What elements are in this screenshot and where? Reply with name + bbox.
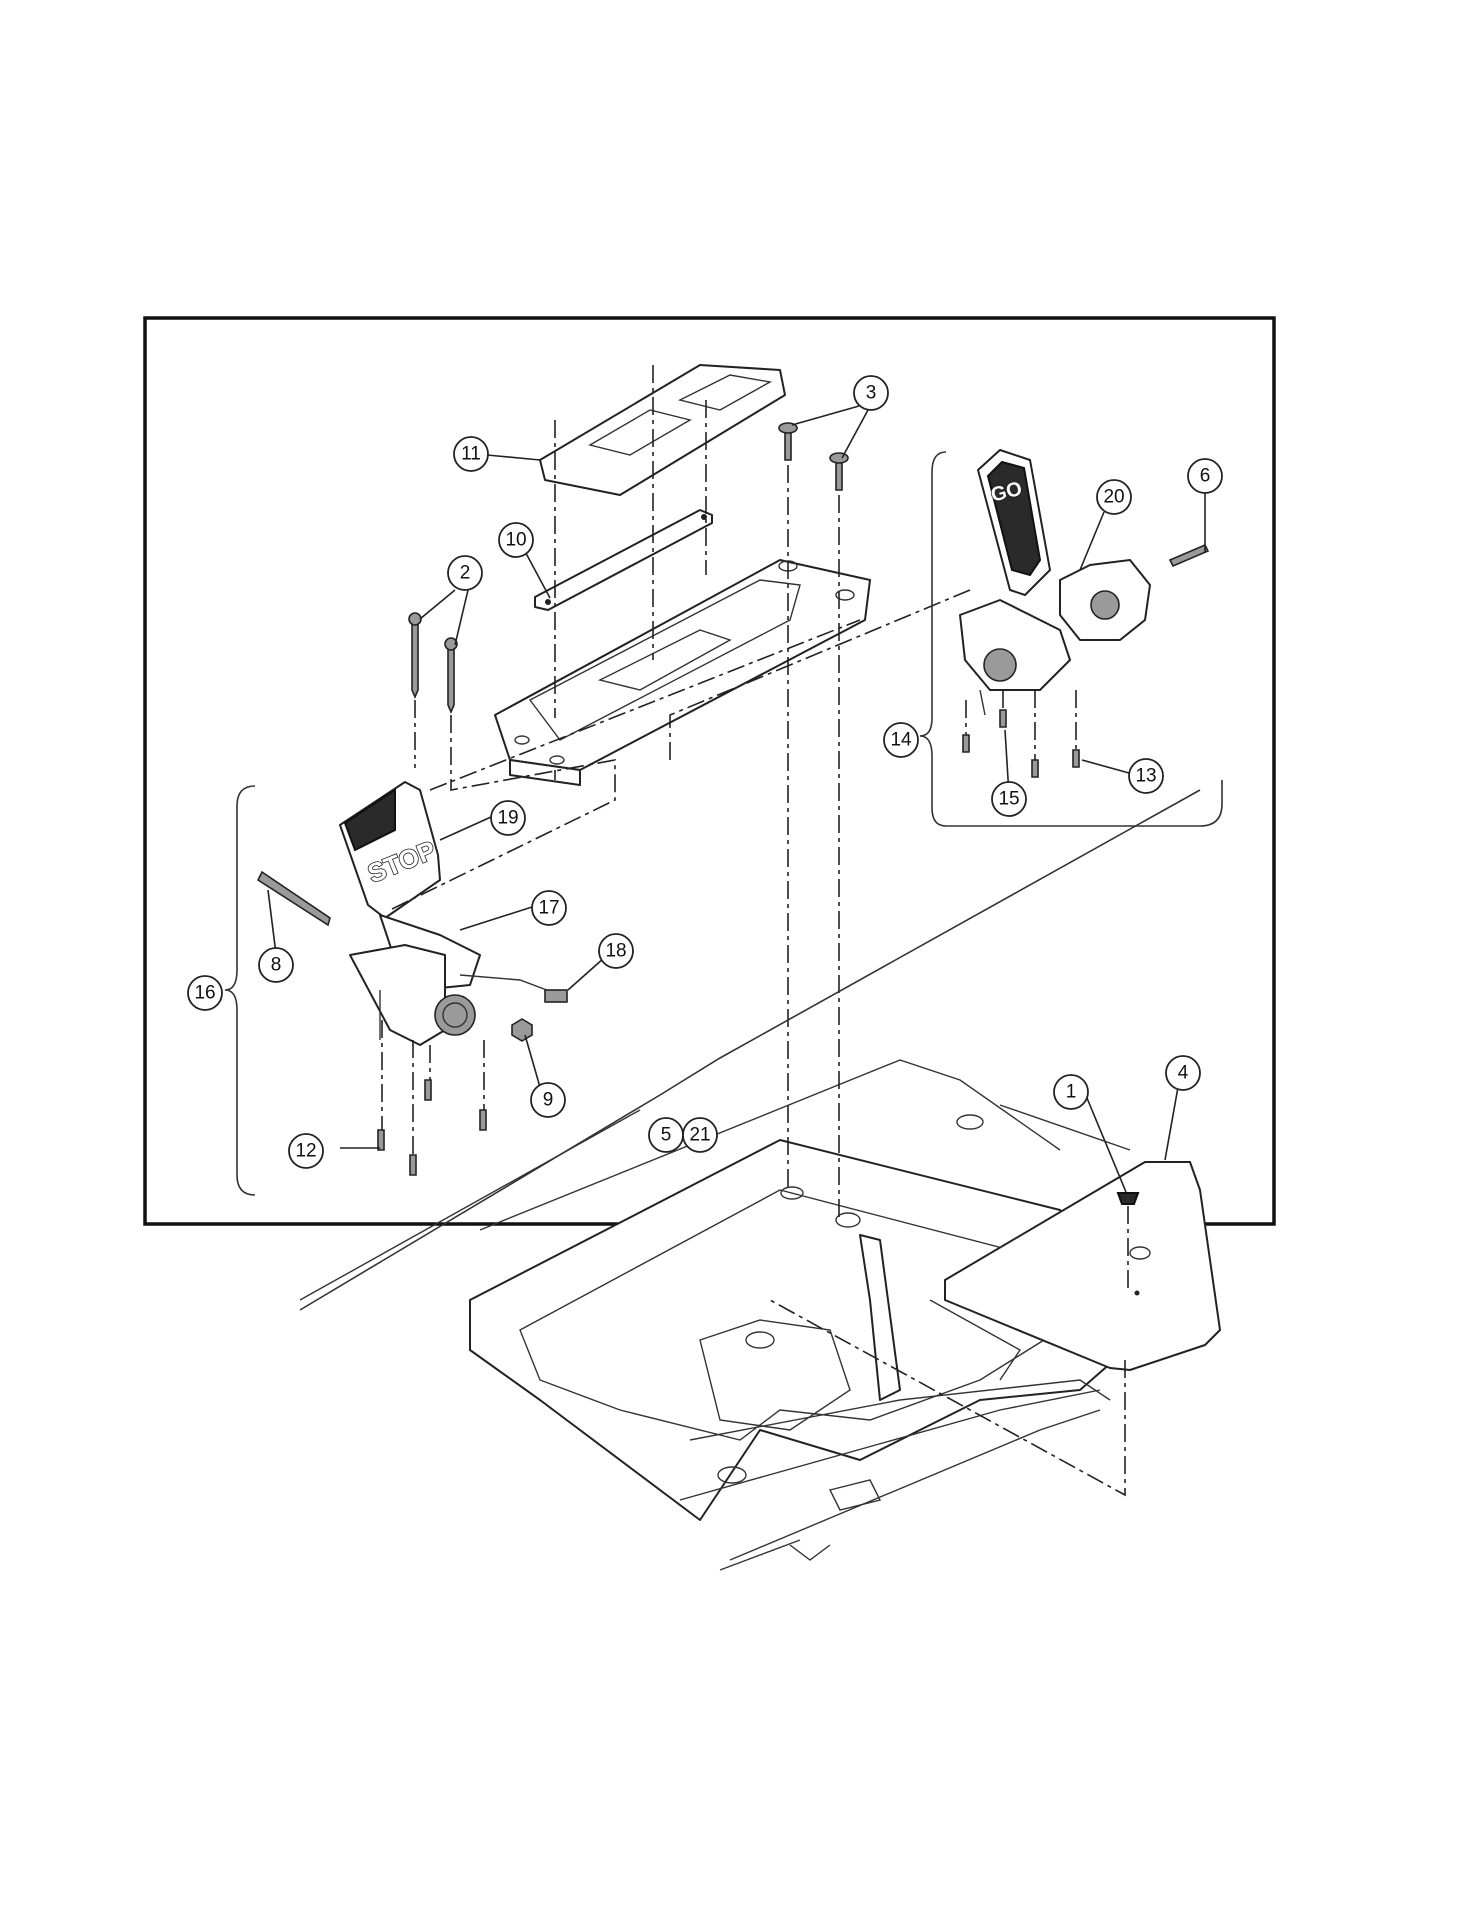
- screw-12d: [479, 1109, 487, 1131]
- screw-12b: [409, 1154, 417, 1176]
- callout-18: 18: [598, 933, 634, 969]
- screw-13a: [962, 734, 970, 753]
- callout-16: 16: [187, 975, 223, 1011]
- brace-14: [919, 451, 947, 827]
- callout-6: 6: [1187, 458, 1223, 494]
- sensor-screw: [1168, 543, 1210, 568]
- callout-21: 21: [682, 1117, 718, 1153]
- leader-lines: [267, 405, 1206, 1193]
- brake-pedal-assembly: STOP: [256, 781, 568, 1046]
- svg-text:14: 14: [890, 730, 912, 751]
- svg-text:16: 16: [194, 983, 215, 1004]
- svg-text:9: 9: [543, 1090, 554, 1111]
- accelerator-pedal-assembly: GO: [959, 449, 1210, 716]
- floor-mat: [944, 1161, 1221, 1371]
- svg-text:8: 8: [271, 955, 282, 976]
- callout-10: 10: [498, 522, 534, 558]
- svg-text:18: 18: [605, 941, 626, 962]
- brace-5: [299, 789, 1201, 1311]
- svg-text:11: 11: [461, 444, 481, 465]
- svg-text:21: 21: [689, 1125, 710, 1146]
- cover-plate: [539, 364, 786, 496]
- callout-13: 13: [1128, 758, 1164, 794]
- mounting-plate: [534, 509, 713, 611]
- screw-12c: [424, 1079, 432, 1101]
- svg-text:1: 1: [1066, 1082, 1077, 1103]
- callout-11: 11: [453, 436, 489, 472]
- lock-nut: [511, 1018, 533, 1042]
- callout-8: 8: [258, 947, 294, 983]
- brace-14-bottom: [946, 780, 1223, 827]
- svg-text:3: 3: [866, 383, 877, 404]
- svg-text:5: 5: [661, 1125, 672, 1146]
- group-brackets: [224, 451, 1223, 1311]
- svg-text:19: 19: [497, 808, 518, 829]
- callout-2: 2: [447, 555, 483, 591]
- callout-19: 19: [490, 800, 526, 836]
- callout-12: 12: [288, 1133, 324, 1169]
- callout-20: 20: [1096, 479, 1132, 515]
- brace-16: [224, 785, 256, 1196]
- callout-14: 14: [883, 722, 919, 758]
- screw-13d: [1072, 749, 1080, 768]
- callout-3: 3: [853, 375, 889, 411]
- callout-5: 5: [648, 1117, 684, 1153]
- svg-text:12: 12: [295, 1141, 316, 1162]
- callouts: 1 2 3 4 5 21 6 8 9 10 11: [187, 375, 1223, 1169]
- callout-1: 1: [1053, 1074, 1089, 1110]
- assembly-lines: [381, 365, 1129, 1497]
- callout-9: 9: [530, 1082, 566, 1118]
- screw-13c: [1031, 759, 1039, 778]
- detail-frame: [143, 316, 1276, 1226]
- svg-text:10: 10: [505, 530, 526, 551]
- brake-switch: [544, 989, 568, 1003]
- screw-2b: [447, 644, 455, 715]
- callout-15: 15: [991, 781, 1027, 817]
- bolt-3a: [784, 429, 792, 461]
- svg-text:20: 20: [1103, 487, 1124, 508]
- carriage-bolt: [256, 870, 331, 927]
- svg-text:2: 2: [460, 563, 471, 584]
- bolt-3b: [835, 459, 843, 491]
- screw-13b: [999, 709, 1007, 728]
- screw-2a: [411, 619, 419, 700]
- fasteners: [377, 422, 1140, 1205]
- callout-4: 4: [1165, 1055, 1201, 1091]
- svg-text:15: 15: [998, 789, 1019, 810]
- screw-12a: [377, 1129, 385, 1151]
- callout-17: 17: [531, 890, 567, 926]
- svg-text:6: 6: [1200, 466, 1211, 487]
- svg-text:13: 13: [1135, 766, 1156, 787]
- plug-1: [1116, 1192, 1140, 1205]
- svg-text:4: 4: [1178, 1063, 1189, 1084]
- svg-text:17: 17: [538, 898, 559, 919]
